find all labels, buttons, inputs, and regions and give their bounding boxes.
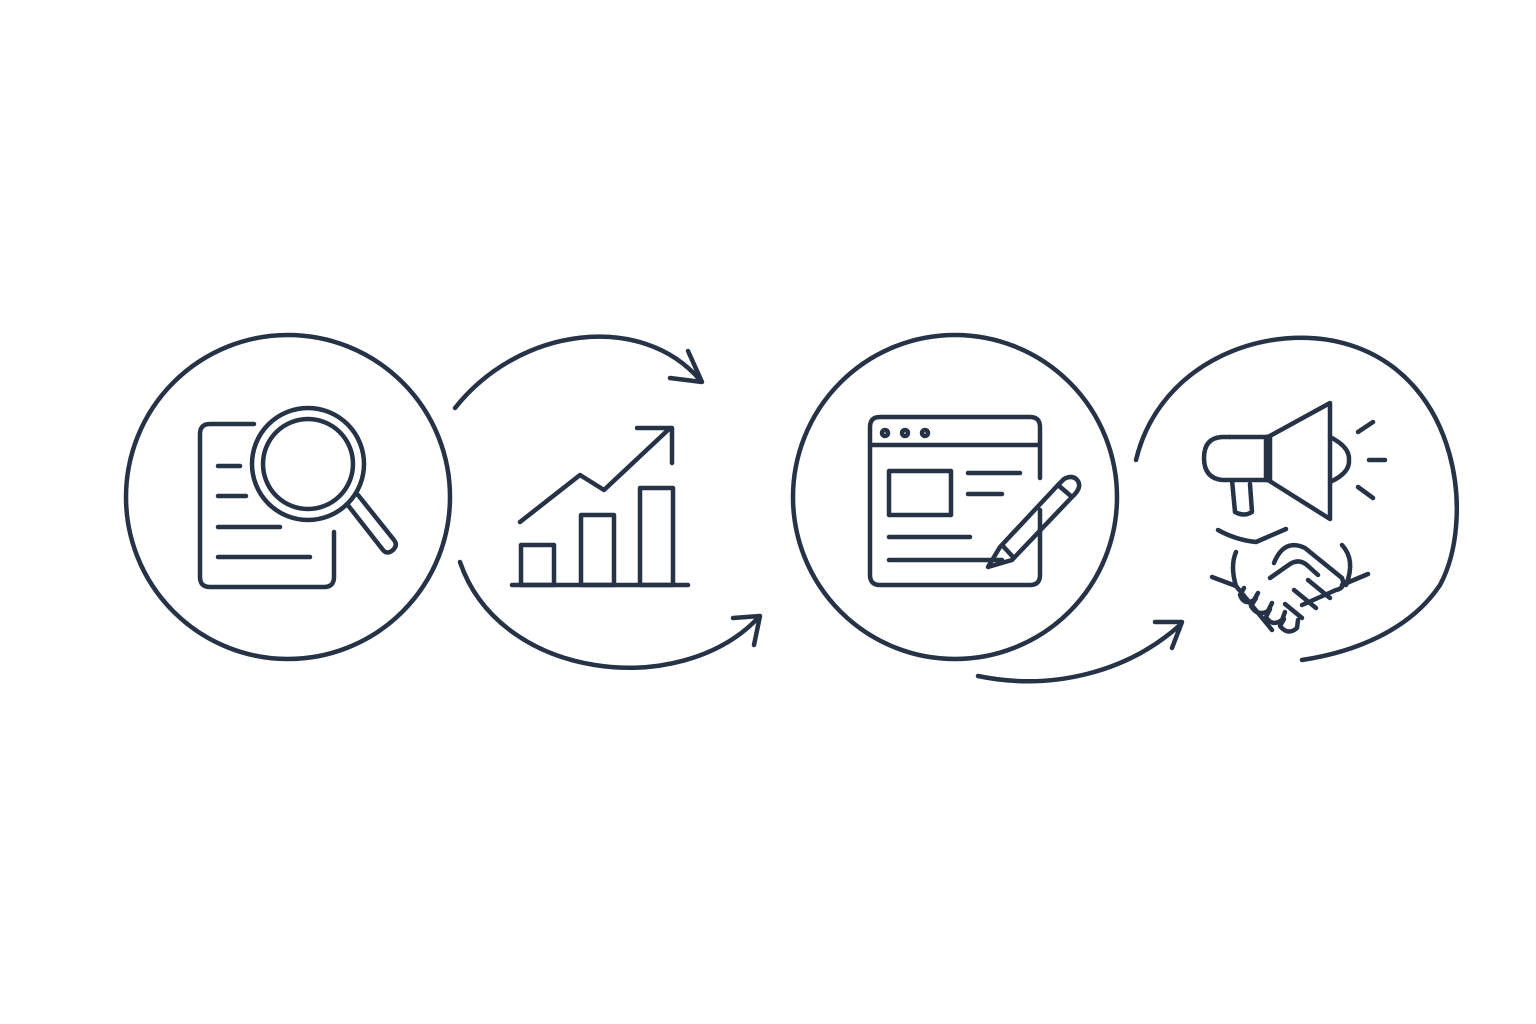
step-content xyxy=(790,332,1120,662)
connector-arrow-3 xyxy=(975,619,1185,684)
step-circle xyxy=(790,332,1120,662)
step-outreach xyxy=(1133,335,1460,663)
growth-chart-icon xyxy=(509,425,691,588)
step-analysis xyxy=(509,425,691,588)
step-circle xyxy=(123,332,453,662)
document-search-icon xyxy=(197,405,398,590)
connector-arrow-4 xyxy=(1133,335,1460,663)
megaphone-handshake-icon xyxy=(1201,400,1388,634)
web-content-editing-icon xyxy=(867,414,1082,588)
connector-arrow-1 xyxy=(452,334,705,411)
connector-arrow-2 xyxy=(457,559,763,670)
step-research xyxy=(123,332,453,662)
